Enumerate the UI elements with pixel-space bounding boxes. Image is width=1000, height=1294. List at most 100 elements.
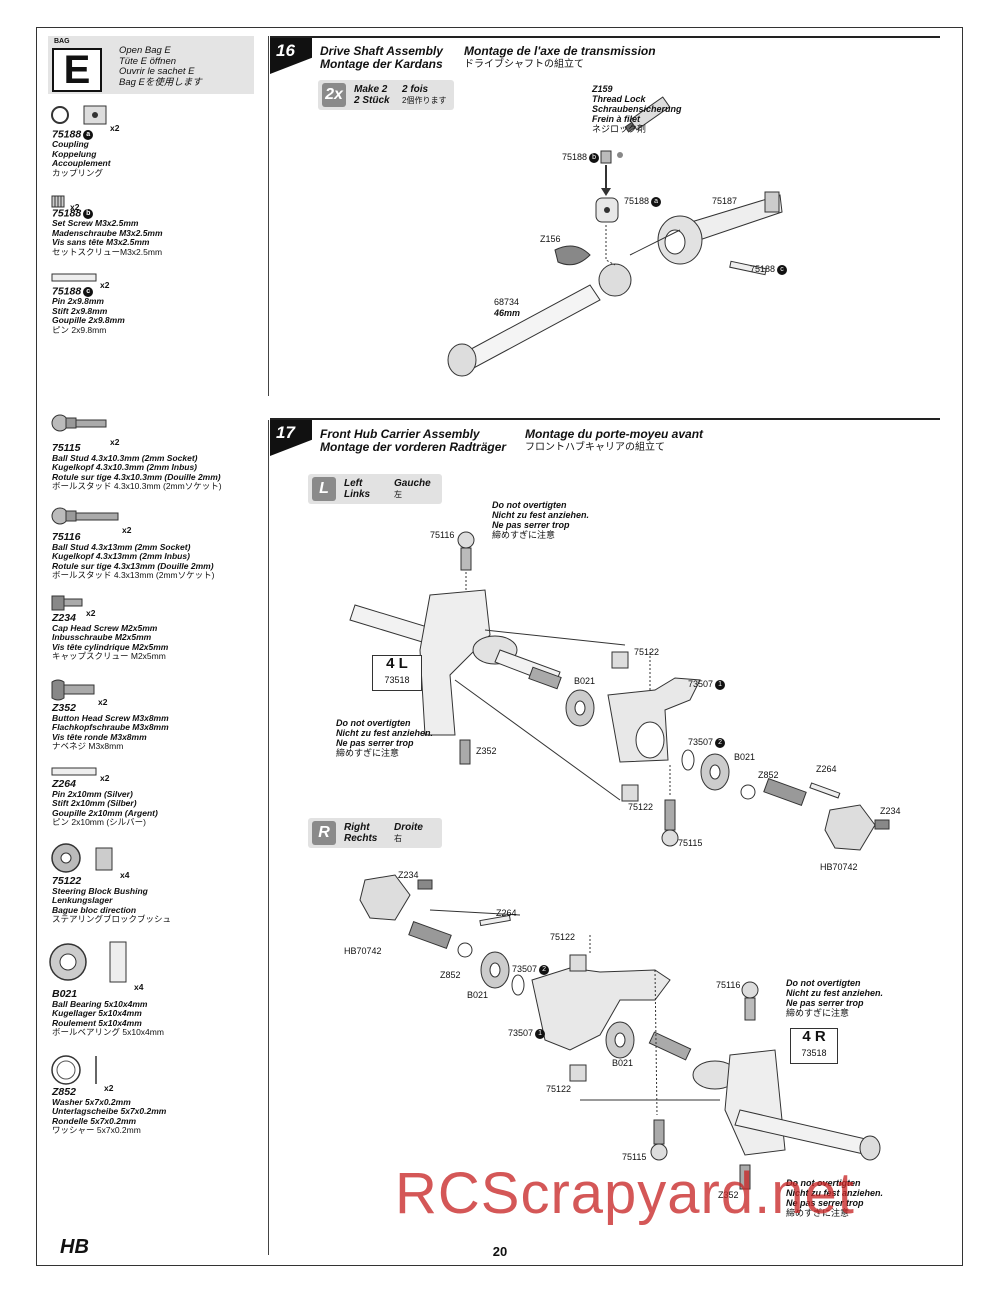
part-badge: c [83, 287, 94, 297]
qty: x2 [98, 697, 108, 707]
steering-block-shape [607, 677, 701, 763]
part-line: ワッシャー 5x7x0.2mm [52, 1125, 141, 1136]
hex-hub-shape [824, 804, 876, 851]
part-line: Roulement 5x10x4mm [52, 1017, 142, 1028]
cap-screw-icon [51, 595, 65, 611]
label-ballstud-bot-r: 75115 [622, 1152, 647, 1162]
screw-shape [739, 1164, 751, 1190]
left-text: Left Links [344, 478, 370, 500]
qty: x4 [120, 870, 130, 880]
title-en: Front Hub Carrier Assembly [320, 427, 480, 441]
label-ballstud-top: 75116 [430, 530, 455, 540]
pin-shape [729, 260, 767, 276]
overtighten-note-right-top: Do not overtigten Nicht zu fest anziehen… [786, 978, 883, 1018]
right-assembly-diagram [359, 874, 881, 1190]
label-text: 75188 [562, 152, 588, 162]
note-line: 締めすぎに注意 [336, 748, 400, 758]
left-line: 左 [394, 490, 402, 499]
label-bushing-bot: 75122 [628, 802, 654, 812]
bag-line: Tüte E öffnen [119, 55, 177, 67]
part-line: ピン 2x10mm (シルバー) [52, 817, 146, 828]
part-line: Cap Head Screw M2x5mm [52, 622, 158, 633]
label-screw-small: Z234 [880, 806, 901, 816]
qty: x2 [100, 280, 110, 290]
box-big: 4 L [386, 655, 408, 672]
note-line: Do not overtigten [786, 1178, 861, 1188]
part-line: セットスクリューM3x2.5mm [52, 246, 163, 257]
label-screw: Z352 [476, 746, 497, 756]
part-line: Lenkungslager [52, 895, 113, 906]
bag-line: Ouvrir le sachet E [119, 66, 195, 77]
label-ballstud-top-r: 75116 [716, 980, 741, 990]
part-line: Bague bloc direction [52, 904, 137, 915]
make-line: Make 2 [354, 84, 388, 95]
note-line: Do not overtigten [786, 978, 861, 988]
title-fr: Montage du porte-moyeu avant [525, 427, 704, 441]
note-line: Ne pas serrer trop [336, 738, 414, 748]
label-hex-r: HB70742 [344, 946, 382, 956]
overtighten-note-left-bottom: Do not overtigten Nicht zu fest anziehen… [336, 718, 433, 758]
label-screw-r: Z352 [718, 1190, 739, 1200]
part-line: Button Head Screw M3x8mm [52, 712, 169, 723]
step17-title: Front Hub Carrier Assembly Montage der v… [320, 428, 506, 454]
step16-title: Drive Shaft Assembly Montage der Kardans [320, 45, 443, 71]
part-code: 75188 [52, 128, 82, 141]
part-line: Set Screw M3x2.5mm [52, 218, 139, 228]
part-qty: x2 [110, 432, 119, 450]
part-line: Stift 2x9.8mm [52, 305, 108, 316]
part-line: Ball Bearing 5x10x4mm [52, 998, 148, 1009]
part-line: カップリング [52, 167, 104, 178]
part-code: Z352 [52, 702, 76, 714]
label-text: 73507 [508, 1028, 534, 1038]
bushing-shape [611, 651, 629, 669]
part-line: Steering Block Bushing [52, 885, 148, 896]
part-code: 75116 [52, 531, 81, 543]
hub-carrier-shape [419, 589, 491, 736]
label-badge: a [651, 196, 662, 207]
steering-block-shape [531, 967, 671, 1051]
left-line: Gauche [394, 478, 431, 489]
part-line: ナベネジ M3x8mm [52, 741, 124, 752]
label-bushing-top-r: 75122 [550, 932, 576, 942]
part-line: ピン 2x9.8mm [52, 324, 107, 335]
label-text: 73507 [688, 679, 714, 689]
label-screw-small-r: Z234 [398, 870, 419, 880]
title-de: Montage der Kardans [320, 57, 443, 71]
label-badge: 2 [539, 964, 550, 975]
label-bearing2-r: B021 [612, 1058, 634, 1068]
box-big: 4 R [802, 1028, 826, 1045]
part-line: Kugelkopf 4.3x13mm (2mm Inbus) [52, 551, 190, 562]
part-line: Coupling [52, 139, 89, 149]
title-fr: Montage de l'axe de transmission [464, 44, 656, 58]
label-badge: c [777, 264, 788, 275]
bag-line: Bag Eを使用します [119, 76, 202, 88]
part-line: ステアリングブロックブッシュ [52, 914, 172, 925]
qty: x2 [110, 437, 120, 447]
title-en: Drive Shaft Assembly [320, 44, 443, 58]
grease-icon [554, 245, 591, 266]
step17-title-alt: Montage du porte-moyeu avant フロントハブキャリアの… [525, 428, 703, 454]
label-bearing-r: B021 [467, 990, 489, 1000]
part-entry: Z264 Pin 2x10mm (Silver) Stift 2x10mm (S… [52, 779, 158, 828]
note-line: Ne pas serrer trop [492, 520, 570, 530]
label-badge: 2 [715, 737, 726, 748]
column-divider-top [268, 36, 269, 396]
column-divider-bottom [268, 420, 269, 1255]
set-screw-shape [600, 150, 612, 164]
part-qty: x2 [86, 603, 95, 621]
page-frame [36, 27, 963, 1266]
part-line: Flachkopfschraube M3x8mm [52, 722, 169, 733]
part-line: Goupille 2x10mm (Argent) [52, 807, 158, 818]
label-grease: Z156 [540, 234, 561, 244]
part-entry: 75116 Ball Stud 4.3x13mm (2mm Socket) Ku… [52, 531, 214, 581]
box-small: 73518 [384, 675, 410, 685]
part-code: Z852 [52, 1086, 76, 1098]
thread-lock-label: Z159 Thread Lock Schraubensicherung Frei… [592, 84, 682, 134]
watermark: RCScrapyard.net [395, 1161, 855, 1226]
right-text: Right Rechts [344, 822, 377, 844]
label-axle: 75187 [712, 196, 738, 206]
part-entry: 75115 Ball Stud 4.3x10.3mm (2mm Socket) … [52, 443, 222, 492]
